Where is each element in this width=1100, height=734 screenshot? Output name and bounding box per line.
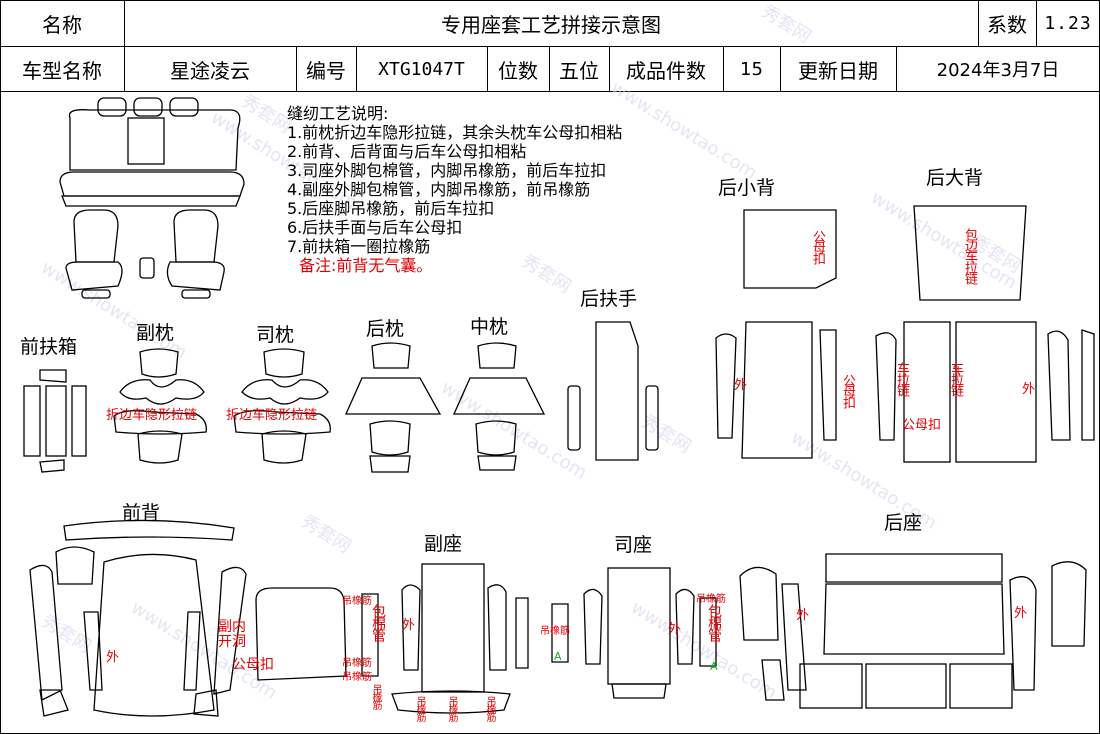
notes-remark: 备注:前背无气囊。: [299, 256, 433, 275]
seats-value: 五位: [559, 58, 599, 83]
note-item: 3.司座外脚包棉管，内脚吊橡筋，前后车拉扣: [287, 161, 607, 180]
annotation-elastic: 吊橡筋: [414, 696, 425, 720]
note-item: 4.副座外脚包棉管，内脚吊橡筋，前吊橡筋: [287, 180, 591, 199]
annotation-snap: 公母扣: [840, 374, 855, 407]
notes-heading: 缝纫工艺说明:: [287, 104, 389, 123]
annotation-snap-fastener: 公母扣: [902, 418, 942, 433]
section-passenger-seat: 副座: [424, 533, 463, 555]
section-rear-seat: 后座: [884, 512, 923, 534]
annotation-pull-chain: 车拉链: [948, 362, 963, 395]
annotation-inner-slit: 副内开洞: [218, 619, 246, 650]
seat-overview-thumbnail: [59, 97, 245, 299]
driver-seat-pieces: [551, 567, 717, 699]
document-title: 专用座套工艺拼接示意图: [441, 12, 661, 37]
note-item: 5.后座脚吊橡筋，前后车拉扣: [287, 199, 495, 218]
annotation-elastic: 吊橡筋: [342, 596, 372, 607]
annotation-elastic: 吊橡筋: [342, 658, 372, 669]
coefficient-label: 系数: [987, 12, 1027, 37]
date-label: 更新日期: [798, 58, 878, 83]
pieces-value: 15: [740, 58, 763, 80]
annotation-outer: 外: [1022, 382, 1036, 397]
annotation-hidden-zipper: 折边车隐形拉链: [106, 408, 198, 423]
section-front-back: 前背: [122, 502, 161, 524]
rear-small-back-pieces: [715, 209, 837, 459]
note-item: 6.后扶手面与后车公母扣: [287, 218, 463, 237]
rear-seat-pieces: [739, 553, 1087, 709]
pieces-label: 成品件数: [626, 58, 706, 83]
note-item: 2.前背、后背面与后车公母扣相粘: [287, 142, 527, 161]
note-item: 7.前扶箱一圈拉橡筋: [287, 237, 431, 256]
annotation-outer: 外: [1014, 606, 1028, 621]
annotation-outer: 外: [668, 622, 682, 637]
marker-a: A: [710, 660, 718, 673]
coefficient-value: 1.23: [1044, 12, 1092, 34]
model-value: 星途凌云: [170, 58, 250, 83]
code-value: XTG1047T: [378, 58, 465, 80]
header-table: 名称 专用座套工艺拼接示意图 系数 1.23 车型名称 星途凌云 编号 XTG1…: [0, 0, 1100, 92]
front-armbox-pieces: [23, 369, 87, 473]
annotation-cotton-tube: 包棉管: [706, 604, 722, 640]
code-label: 编号: [306, 58, 346, 83]
section-rear-armrest: 后扶手: [580, 288, 638, 310]
section-driver-headrest: 司枕: [256, 324, 295, 346]
section-rear-big-back: 后大背: [926, 167, 984, 189]
annotation-elastic: 吊橡筋: [446, 696, 457, 720]
annotation-elastic: 吊橡筋: [484, 696, 495, 720]
passenger-seat-pieces: [361, 563, 529, 714]
section-front-armbox: 前扶箱: [20, 336, 78, 358]
rear-headrest-pieces: [344, 342, 442, 473]
annotation-hidden-zipper: 折边车隐形拉链: [226, 408, 318, 423]
annotation-outer: 外: [796, 608, 810, 623]
marker-a: A: [554, 650, 562, 663]
section-driver-seat: 司座: [614, 534, 653, 556]
date-value: 2024年3月7日: [936, 60, 1060, 81]
section-passenger-headrest: 副枕: [136, 322, 175, 344]
annotation-elastic: 吊橡筋: [696, 594, 726, 605]
annotation-snap-fastener: 公母扣: [232, 657, 274, 673]
section-rear-headrest: 后枕: [366, 318, 405, 340]
annotation-outer: 外: [402, 618, 416, 633]
annotation-cotton-tube: 包棉管: [370, 604, 386, 640]
note-item: 1.前枕折边车隐形拉链，其余头枕车公母扣相粘: [287, 123, 623, 142]
model-label: 车型名称: [22, 58, 102, 83]
middle-headrest-pieces: [452, 342, 546, 471]
rear-armrest-pieces: [567, 321, 659, 461]
annotation-elastic: 吊橡筋: [342, 672, 372, 683]
seats-label: 位数: [498, 58, 538, 83]
annotation-snap: 公母扣: [810, 230, 825, 263]
name-label: 名称: [42, 12, 82, 37]
annotation-outer: 外: [106, 650, 120, 665]
annotation-elastic: 吊橡筋: [540, 626, 570, 637]
annotation-outer: 外: [734, 378, 748, 393]
section-rear-small-back: 后小背: [718, 177, 776, 199]
sewing-notes: 缝纫工艺说明: 1.前枕折边车隐形拉链，其余头枕车公母扣相粘 2.前背、后背面与…: [287, 104, 622, 275]
annotation-edge-pull-chain: 包边车拉链: [962, 228, 977, 283]
section-middle-headrest: 中枕: [470, 316, 509, 338]
front-back-pieces: [29, 519, 347, 717]
annotation-elastic: 吊橡筋: [370, 684, 381, 708]
annotation-pull-chain: 车拉链: [894, 362, 909, 395]
passenger-headrest-pieces: [113, 348, 207, 464]
driver-headrest-pieces: [233, 348, 331, 464]
rear-big-back-pieces: [875, 205, 1095, 463]
